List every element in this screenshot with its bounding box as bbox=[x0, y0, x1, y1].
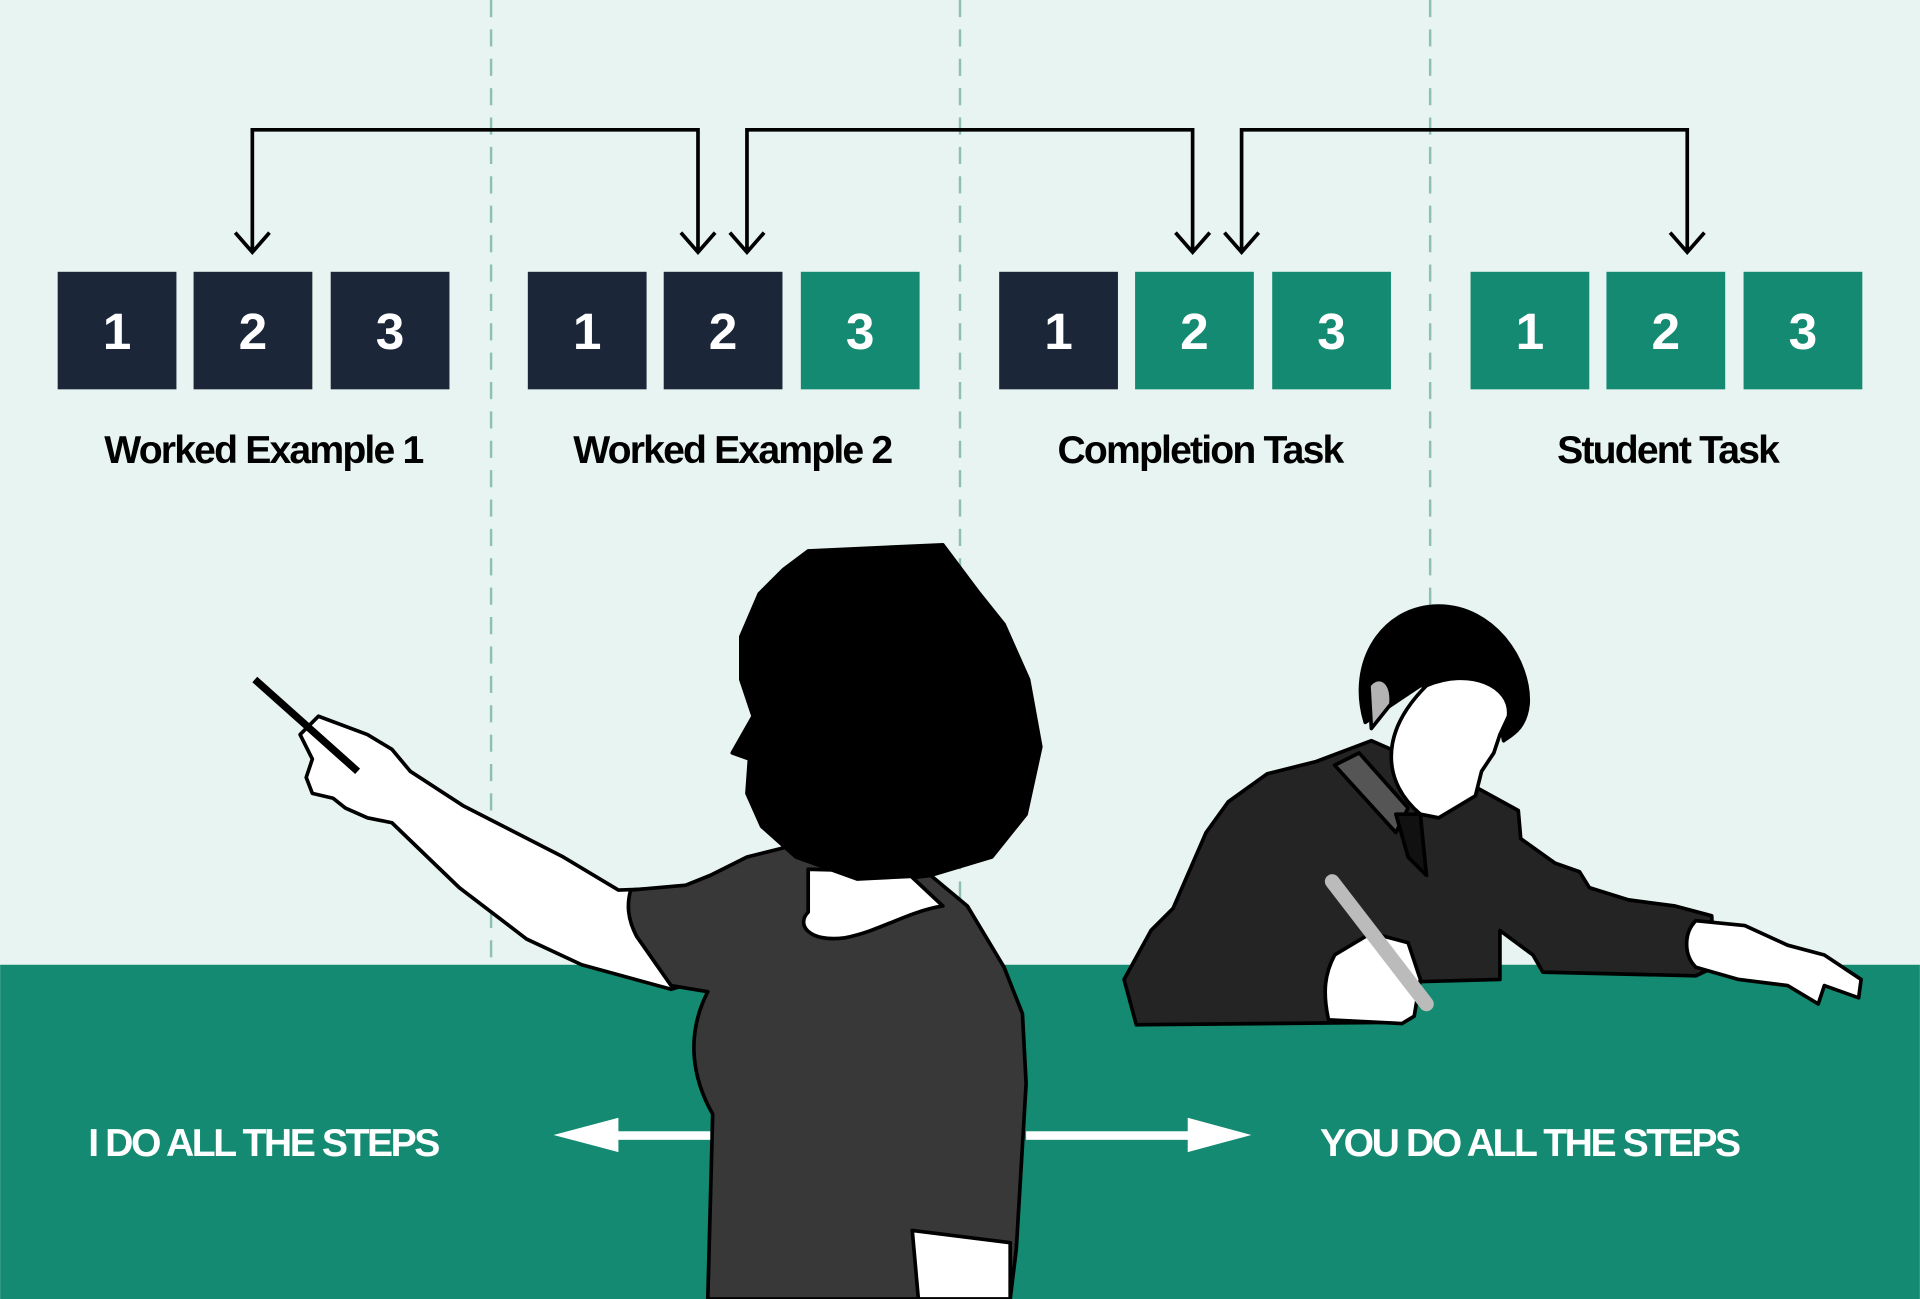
stage-label: Worked Example 2 bbox=[573, 429, 892, 472]
step-number: 3 bbox=[846, 302, 875, 360]
right-arrow-icon bbox=[1026, 1117, 1252, 1153]
i-do-all-steps-label: I DO ALL THE STEPS bbox=[88, 1122, 439, 1165]
step-box bbox=[800, 271, 920, 390]
student-hair bbox=[1358, 604, 1530, 743]
stage-label: Completion Task bbox=[1057, 429, 1344, 472]
step-box bbox=[1743, 271, 1863, 390]
teacher-arm bbox=[298, 714, 706, 992]
connector-arrow bbox=[1223, 127, 1706, 255]
teacher-hair bbox=[730, 542, 1043, 881]
student-tie bbox=[1394, 812, 1429, 878]
you-do-all-steps-label: YOU DO ALL THE STEPS bbox=[1320, 1122, 1740, 1165]
step-box bbox=[527, 271, 647, 390]
pencil-icon bbox=[1324, 874, 1434, 1012]
step-number: 3 bbox=[1317, 302, 1346, 360]
step-box bbox=[330, 271, 450, 390]
step-number: 1 bbox=[1516, 302, 1545, 360]
step-number: 3 bbox=[1789, 302, 1818, 360]
student-collar bbox=[1332, 751, 1410, 835]
step-number: 3 bbox=[376, 302, 405, 360]
teacher-illustration bbox=[252, 542, 1043, 1299]
teacher-neck bbox=[801, 867, 945, 941]
student-ear bbox=[1367, 677, 1393, 731]
step-number: 2 bbox=[1180, 302, 1209, 360]
stage-label: Student Task bbox=[1557, 429, 1780, 472]
teacher-hand-lower bbox=[910, 1228, 1013, 1299]
student-face bbox=[1389, 676, 1511, 820]
step-box bbox=[1470, 271, 1590, 390]
step-number: 2 bbox=[1652, 302, 1681, 360]
step-box bbox=[1606, 271, 1726, 390]
step-number: 1 bbox=[103, 302, 132, 360]
student-body bbox=[1122, 738, 1717, 1027]
student-hand-right bbox=[1684, 918, 1863, 1006]
connector-arrow bbox=[728, 127, 1212, 255]
step-box bbox=[1272, 271, 1391, 390]
step-number: 2 bbox=[239, 302, 268, 360]
connector-arrow bbox=[233, 127, 717, 255]
stage-label: Worked Example 1 bbox=[104, 429, 423, 472]
left-arrow-icon bbox=[553, 1117, 711, 1153]
connector-arrows bbox=[233, 127, 1706, 255]
step-box bbox=[1135, 271, 1254, 390]
step-number: 1 bbox=[1044, 302, 1073, 360]
step-box bbox=[999, 271, 1118, 390]
step-box bbox=[193, 271, 313, 390]
step-number: 2 bbox=[709, 302, 738, 360]
student-illustration bbox=[1122, 604, 1863, 1027]
step-box bbox=[57, 271, 177, 390]
pointer-pen-icon bbox=[252, 676, 361, 775]
step-box bbox=[663, 271, 783, 390]
step-number: 1 bbox=[573, 302, 602, 360]
